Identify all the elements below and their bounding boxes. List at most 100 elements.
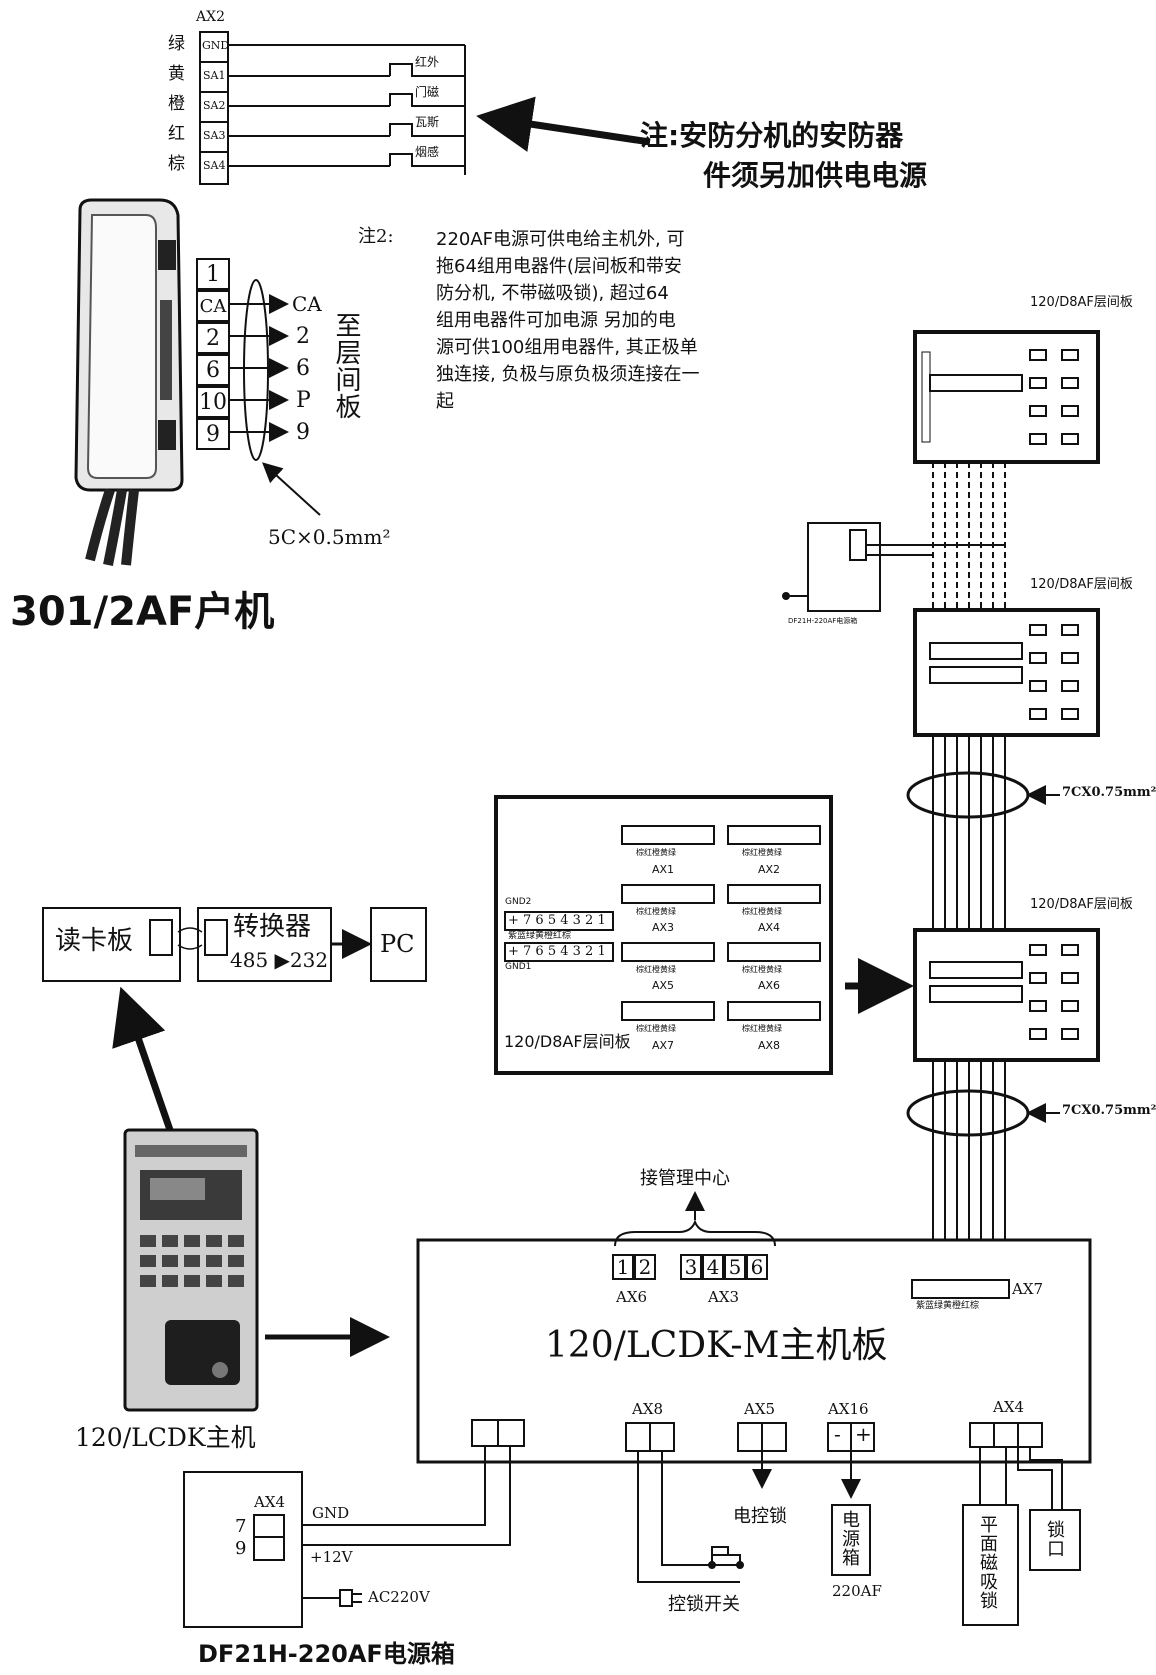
signal-2: 2 — [296, 324, 310, 349]
handset-terminal-1: 1 — [196, 258, 230, 290]
note2-line: 源可供100组用电器件, 其正极单 — [436, 337, 698, 358]
host-device — [123, 1128, 259, 1412]
detail-gnd1: GND1 — [505, 962, 532, 972]
note2-line: 独连接, 负极与原负极须连接在一 — [436, 364, 700, 385]
ax16-minus: - — [834, 1422, 841, 1446]
ax2-pin-2: SA2 — [203, 99, 226, 112]
pc-label: PC — [380, 930, 415, 958]
ax3-pin-6: 6 — [746, 1254, 768, 1280]
note1-line1: 注:安防分机的安防器 — [640, 119, 904, 152]
handset-terminal-ca: CA — [196, 290, 230, 322]
ax7-label: AX7 — [1012, 1280, 1044, 1298]
handset-illustration — [74, 198, 184, 566]
cable-label-2: 7CX0.75mm² — [1062, 1103, 1156, 1118]
detail-ax5-colors: 棕红橙黄绿 — [636, 965, 676, 974]
ax6-pin-2: 2 — [634, 1254, 656, 1280]
floor-board-1-label: 120/D8AF层间板 — [1030, 295, 1133, 310]
detail-wire-colors: 紫蓝绿黄橙红棕 — [508, 931, 572, 941]
detail-terminals-bottom: + 7 6 5 4 3 2 1 — [508, 944, 606, 959]
psu-output-model: 220AF — [832, 1582, 882, 1600]
ax2-color-3: 红 — [168, 124, 185, 144]
note2-line: 220AF电源可供电给主机外, 可 — [436, 229, 685, 250]
note2-line: 拖64组用电器件(层间板和带安 — [436, 256, 682, 277]
note2-line: 起 — [436, 391, 454, 412]
floor-board-2-label: 120/D8AF层间板 — [1030, 577, 1133, 592]
ax3-pin-3: 3 — [680, 1254, 702, 1280]
handset-terminal-9: 9 — [196, 418, 230, 450]
handset-terminal-6: 6 — [196, 354, 230, 386]
note2-line: 防分机, 不带磁吸锁), 超过64 — [436, 283, 669, 304]
ax3-pin-5: 5 — [724, 1254, 746, 1280]
handset-signal-lines — [230, 279, 321, 516]
handset-cable-label: 5C×0.5mm² — [268, 525, 391, 549]
detail-ax5: AX5 — [652, 979, 675, 992]
ax2-terminal-block — [199, 31, 466, 185]
psu-pin-9: 9 — [235, 1538, 247, 1559]
host-to-reader-arrow — [112, 986, 174, 1132]
ax2-pin-1: SA1 — [203, 69, 226, 82]
main-board-title: 120/LCDK-M主机板 — [545, 1325, 888, 1366]
handset-terminal-10: 10 — [196, 386, 230, 418]
psu-pin-7: 7 — [235, 1516, 247, 1537]
note1-arrow — [476, 96, 651, 152]
sensor-smoke: 烟感 — [415, 145, 440, 159]
ax3-label: AX3 — [708, 1288, 740, 1306]
extra-power-label: DF21H-220AF电源箱 — [788, 617, 858, 625]
detail-ax7-colors: 棕红橙黄绿 — [636, 1024, 676, 1033]
ax2-color-4: 棕 — [168, 154, 185, 174]
reader-row — [42, 907, 427, 982]
extra-power-box — [782, 522, 1005, 612]
detail-ax2-colors: 棕红橙黄绿 — [742, 848, 782, 857]
signal-p: P — [296, 388, 311, 413]
cable-label-1: 7CX0.75mm² — [1062, 785, 1156, 800]
card-reader-label: 读卡板 — [55, 926, 134, 956]
detail-board-label: 120/D8AF层间板 — [504, 1032, 631, 1051]
detail-ax1: AX1 — [652, 863, 675, 876]
maglock-label: 平面磁吸锁 — [977, 1515, 998, 1610]
detail-ax6-colors: 棕红橙黄绿 — [742, 965, 782, 974]
to-floor-board-label: 至层间板 — [331, 312, 361, 420]
detail-ax8: AX8 — [758, 1039, 781, 1052]
detail-gnd2: GND2 — [505, 897, 532, 907]
ax2-pin-3: SA3 — [203, 129, 226, 142]
ax16-label: AX16 — [828, 1400, 869, 1418]
note1-line2: 件须另加供电电源 — [703, 159, 928, 192]
ax2-pin-4: SA4 — [203, 159, 226, 172]
mgmt-brace — [614, 1219, 776, 1247]
detail-ax7: AX7 — [652, 1039, 675, 1052]
note2-label: 注2: — [358, 226, 394, 247]
ax4-label: AX4 — [993, 1398, 1025, 1416]
psu-box — [183, 1471, 362, 1628]
ax2-title: AX2 — [196, 9, 225, 25]
detail-terminals-top: + 7 6 5 4 3 2 1 — [508, 913, 606, 928]
signal-ca: CA — [292, 292, 322, 316]
signal-6: 6 — [296, 356, 310, 381]
bus-wires — [932, 462, 1006, 1280]
ax2-color-1: 黄 — [168, 64, 185, 84]
ax8-label: AX8 — [632, 1400, 664, 1418]
ax2-color-2: 橙 — [168, 94, 185, 114]
floor-board-3-label: 120/D8AF层间板 — [1030, 897, 1133, 912]
ax7-colors: 紫蓝绿黄橙红棕 — [916, 1301, 980, 1311]
ax3-pin-4: 4 — [702, 1254, 724, 1280]
handset-title: 301/2AF户机 — [10, 589, 275, 635]
output-wiring — [302, 1446, 1081, 1626]
host-label: 120/LCDK主机 — [75, 1423, 256, 1452]
handset-terminal-2: 2 — [196, 322, 230, 354]
ax16-plus: + — [855, 1422, 872, 1446]
detail-ax8-colors: 棕红橙黄绿 — [742, 1024, 782, 1033]
sensor-infrared: 红外 — [415, 55, 440, 69]
detail-ax4-colors: 棕红橙黄绿 — [742, 907, 782, 916]
mgmt-label: 接管理中心 — [640, 1168, 730, 1189]
psu-box-title: DF21H-220AF电源箱 — [198, 1640, 455, 1668]
detail-ax4: AX4 — [758, 921, 781, 934]
psu-ax4-label: AX4 — [254, 1493, 286, 1511]
electric-lock-label: 电控锁 — [733, 1506, 787, 1527]
ax7-terminal-strip — [911, 1279, 1010, 1299]
detail-ax-blocks — [621, 825, 821, 1021]
sensor-gas: 瓦斯 — [415, 115, 440, 129]
note2-line: 组用电器件可加电源 另加的电 — [436, 310, 676, 331]
sensor-door: 门磁 — [415, 85, 440, 99]
detail-ax6: AX6 — [758, 979, 781, 992]
